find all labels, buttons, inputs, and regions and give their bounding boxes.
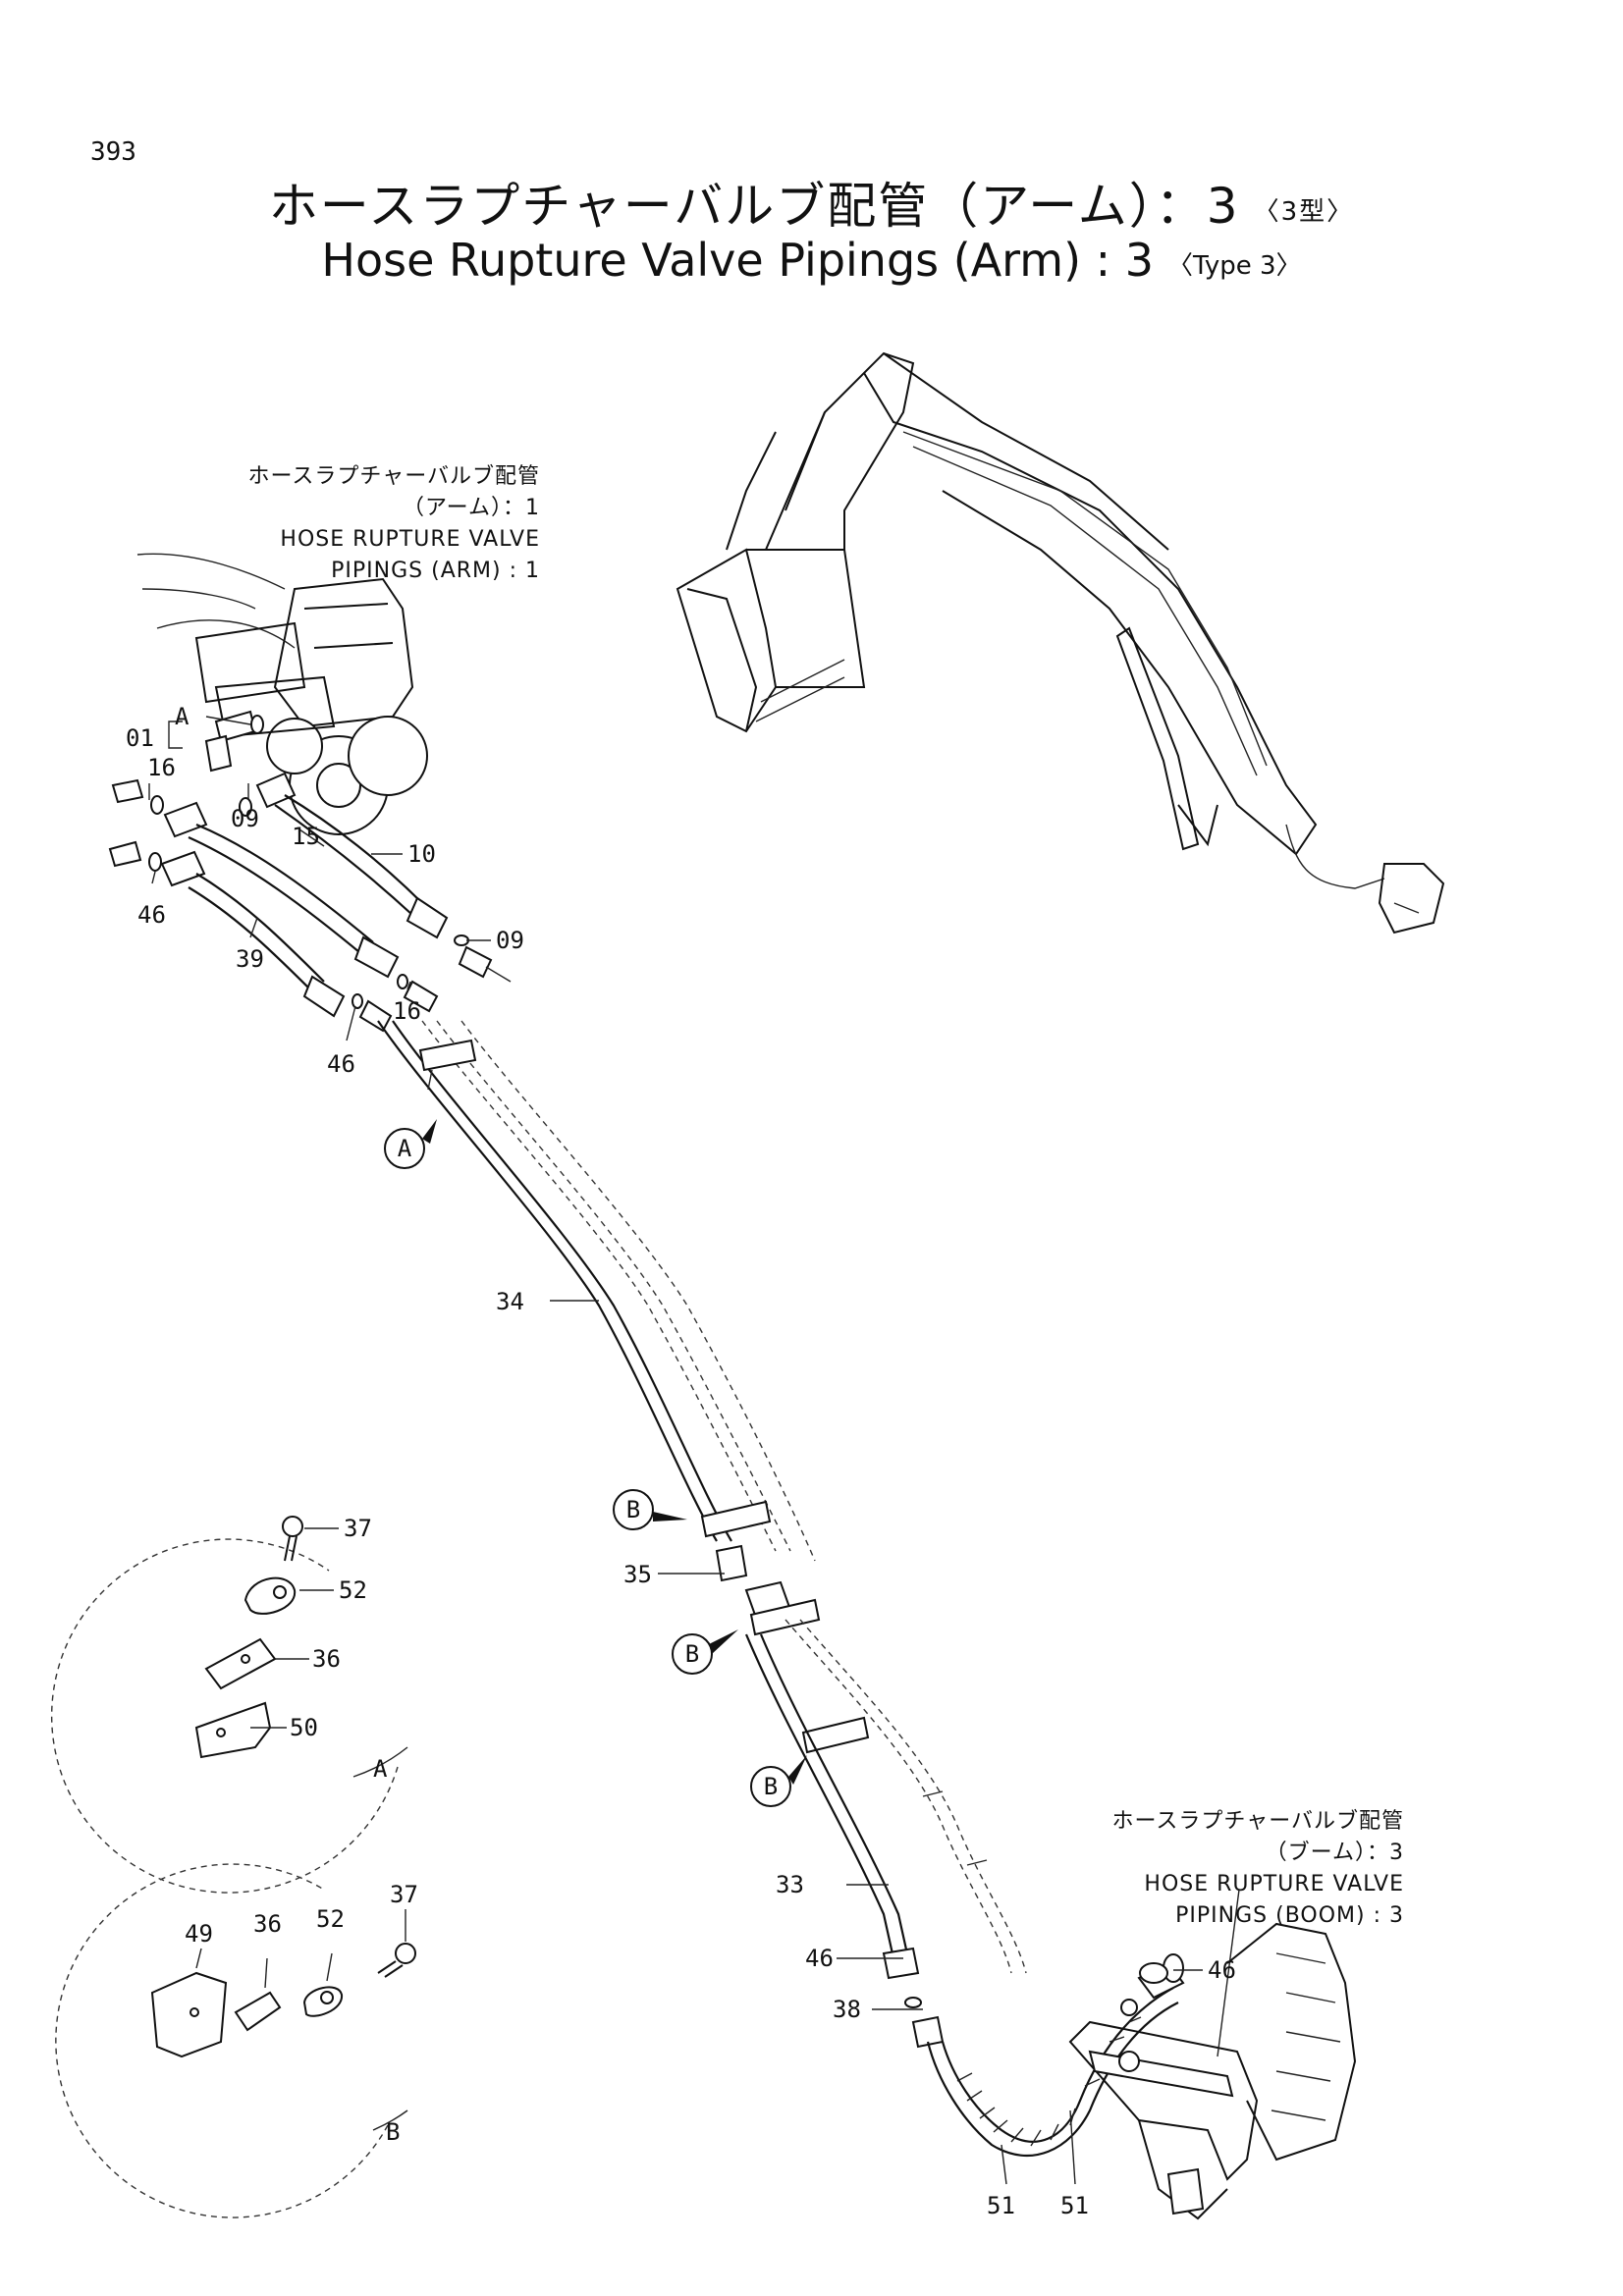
label-39: 39	[236, 945, 264, 973]
detail-a-caption: A	[373, 1755, 388, 1783]
clamp-a	[418, 1039, 477, 1091]
callout-b3: B	[750, 1755, 807, 1807]
label-09b: 09	[496, 927, 524, 954]
callout-a-label: A	[398, 1135, 412, 1162]
detail-b-label-49: 49	[185, 1920, 213, 1948]
detail-a-label-50: 50	[290, 1714, 318, 1741]
detail-a: 37 52 36 50 A	[50, 1515, 408, 1894]
label-10: 10	[407, 840, 436, 868]
callout-b2: B	[672, 1629, 738, 1675]
pipe-34	[377, 1020, 816, 1562]
ref-arm1-en-line1: HOSE RUPTURE VALVE	[280, 527, 540, 552]
ref-arm1-en-line2: PIPINGS (ARM) : 1	[331, 559, 540, 583]
detail-b-label-36: 36	[253, 1910, 282, 1938]
detail-b-label-52: 52	[316, 1905, 345, 1933]
label-46d: 46	[1208, 1956, 1236, 1984]
label-16b: 16	[393, 997, 421, 1025]
ref-boom3-jp-line1: ホースラプチャーバルブ配管	[1111, 1809, 1404, 1834]
hose-rupture-valve-assembly	[136, 553, 428, 835]
title-english: Hose Rupture Valve Pipings (Arm) : 3 〈Typ…	[0, 234, 1623, 287]
hose-39	[160, 850, 346, 1018]
excavator-overview-illustration	[676, 351, 1445, 934]
title-en-text: Hose Rupture Valve Pipings (Arm) : 3	[321, 234, 1155, 287]
label-a-top: A	[175, 703, 189, 730]
left-adapters	[108, 778, 252, 872]
detail-a-label-36: 36	[312, 1645, 341, 1673]
pipe-33	[744, 1619, 1027, 1980]
label-51b: 51	[1060, 2192, 1089, 2219]
detail-a-label-37: 37	[344, 1515, 372, 1542]
ref-boom3-en-line1: HOSE RUPTURE VALVE	[1144, 1872, 1404, 1896]
leader-lines	[148, 716, 1240, 2185]
page-number: 393	[90, 137, 136, 167]
label-34: 34	[496, 1288, 524, 1315]
hose-15	[163, 801, 400, 979]
adapters-lower	[352, 934, 512, 1033]
detail-b: 49 36 52 37 B	[55, 1863, 418, 2218]
label-09a: 09	[231, 805, 259, 832]
reference-boom-pipings-3: ホースラプチャーバルブ配管 （ブーム）：3 HOSE RUPTURE VALVE…	[1041, 1806, 1404, 1932]
label-15: 15	[292, 823, 320, 850]
label-35: 35	[623, 1561, 652, 1588]
callout-b1-label: B	[626, 1496, 640, 1523]
callout-b2-label: B	[685, 1640, 699, 1668]
ref-arm1-jp-line2: （アーム）：1	[402, 496, 540, 520]
label-51a: 51	[987, 2192, 1015, 2219]
ref-boom3-en-line2: PIPINGS (BOOM) : 3	[1175, 1903, 1404, 1928]
label-38: 38	[833, 1996, 861, 2023]
detail-a-label-52: 52	[339, 1576, 367, 1604]
reference-arm-pipings-1: ホースラプチャーバルブ配管 （アーム）：1 HOSE RUPTURE VALVE…	[196, 461, 540, 587]
callout-b1: B	[613, 1489, 687, 1530]
hose-10	[255, 772, 449, 939]
label-01: 01	[126, 724, 154, 752]
clamps-b	[700, 1500, 870, 1754]
label-46c: 46	[805, 1945, 834, 1972]
detail-b-caption: B	[386, 2118, 400, 2146]
fitting-01	[204, 710, 264, 773]
control-valve-illustration	[1068, 1922, 1357, 2220]
callout-b3-label: B	[764, 1773, 778, 1800]
callout-a: A	[384, 1119, 437, 1169]
detail-b-label-37: 37	[390, 1881, 418, 1908]
label-33: 33	[776, 1871, 804, 1898]
title-en-suffix: 〈Type 3〉	[1167, 251, 1302, 281]
ref-arm1-jp-line1: ホースラプチャーバルブ配管	[247, 464, 540, 489]
hose-38	[904, 1953, 1185, 2158]
label-46a: 46	[137, 901, 166, 929]
title-jp-text: ホースラプチャーバルブ配管（アーム）：3	[268, 178, 1240, 235]
title-japanese: ホースラプチャーバルブ配管（アーム）：3 〈3型〉	[0, 167, 1623, 238]
label-16a: 16	[147, 754, 176, 781]
title-jp-suffix: 〈3型〉	[1253, 197, 1355, 227]
part-number-labels: 01 A 16 09 10 15 09 46 39 16 46 34 35 33…	[126, 703, 1236, 2219]
label-46b: 46	[327, 1050, 355, 1078]
ref-boom3-jp-line2: （ブーム）：3	[1265, 1841, 1404, 1865]
